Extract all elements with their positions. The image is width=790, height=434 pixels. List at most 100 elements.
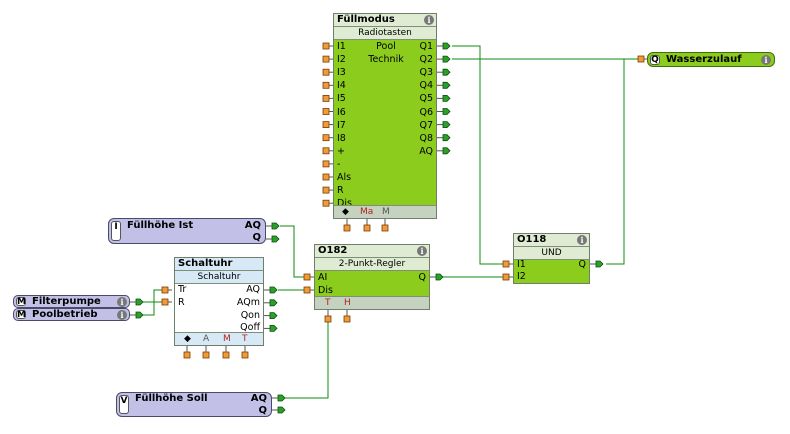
soll-q-connector[interactable] <box>272 406 286 414</box>
fuellmodus-input-connector[interactable] <box>322 68 333 76</box>
fuellmodus-output-connector[interactable] <box>437 121 451 128</box>
wire-soll-to-t[interactable] <box>285 322 329 399</box>
block-o118[interactable]: O118 i UND I1 I2 Q <box>513 233 590 284</box>
info-icon[interactable]: i <box>417 246 427 256</box>
fuellmodus-input-connector[interactable] <box>322 186 333 194</box>
footer-t: T <box>242 334 248 344</box>
output-label: Wasserzulauf <box>666 54 742 65</box>
block-footer: ◆ Ma M <box>334 205 436 218</box>
schaltuhr-tr-connector[interactable] <box>161 286 172 294</box>
wire-q1-to-und-i1[interactable] <box>452 45 504 265</box>
lock-icon: ◆ <box>342 207 349 217</box>
input-pin-11: R <box>337 185 344 197</box>
output-pin-4: Q5 <box>419 93 433 105</box>
schaltuhr-param-connector[interactable] <box>183 346 191 359</box>
flag-label: Poolbetrieb <box>32 309 98 320</box>
schaltuhr-r-connector[interactable] <box>161 298 172 306</box>
fuellmodus-input-connector[interactable] <box>322 134 333 142</box>
block-title: Füllmodus <box>334 14 436 26</box>
fuellmodus-param-connector[interactable] <box>381 219 389 232</box>
fuellmodus-input-connector[interactable] <box>322 95 333 102</box>
flag-poolbetrieb[interactable]: M Poolbetrieb i <box>13 308 130 321</box>
o182-q-connector[interactable] <box>430 273 444 281</box>
fuellmodus-output-connector[interactable] <box>437 147 451 155</box>
input-pin-8: + <box>337 145 345 157</box>
o118-q-connector[interactable] <box>590 260 604 268</box>
fuellmodus-input-connector[interactable] <box>322 199 333 207</box>
ist-q-connector[interactable] <box>266 235 280 243</box>
ist-aq-connector[interactable] <box>266 222 280 230</box>
o182-param-connector[interactable] <box>343 310 351 323</box>
output-pin-1: Q2 <box>419 54 433 66</box>
fuellmodus-output-connector[interactable] <box>437 134 451 142</box>
input-pin-0: Tr <box>178 284 187 295</box>
info-icon[interactable]: i <box>424 15 434 25</box>
fuellmodus-input-connector[interactable] <box>322 108 333 115</box>
fuellmodus-param-connector[interactable] <box>363 219 371 232</box>
input-pin-12: Dis <box>337 198 352 210</box>
fuellmodus-output-connector[interactable] <box>437 55 451 63</box>
input-fuellhoehe-ist[interactable]: I Füllhöhe Ist AQ Q <box>108 218 266 244</box>
input-i2: I2 <box>517 271 526 282</box>
block-type: UND <box>514 246 589 260</box>
wire-ist-to-ai[interactable] <box>280 225 308 278</box>
wire-poolbetrieb-to-r[interactable] <box>142 301 164 316</box>
wasserzulauf-connector[interactable] <box>637 55 648 63</box>
block-type: 2-Punkt-Regler <box>315 257 429 271</box>
fuellmodus-output-connector[interactable] <box>437 108 451 115</box>
output-pin-1: AQm <box>236 296 260 308</box>
fuellmodus-input-connector[interactable] <box>322 121 333 128</box>
fuellmodus-param-connector[interactable] <box>343 219 351 232</box>
o182-ai-connector[interactable] <box>303 273 314 281</box>
info-icon[interactable]: i <box>117 310 127 320</box>
block-o182[interactable]: O182 i 2-Punkt-Regler AI Dis Q T H <box>314 244 430 310</box>
fuellmodus-input-connector[interactable] <box>322 147 333 155</box>
input-tag: I <box>111 221 121 241</box>
o182-dis-connector[interactable] <box>303 286 314 294</box>
input-fuellhoehe-soll[interactable]: V Füllhöhe Soll AQ Q <box>116 392 272 417</box>
wire-filterpumpe-to-tr[interactable] <box>142 289 164 303</box>
schaltuhr-output-connector[interactable] <box>264 312 278 319</box>
fuellmodus-input-connector[interactable] <box>322 55 333 63</box>
output-pin-3: Qoff <box>240 322 260 334</box>
fuellmodus-input-connector[interactable] <box>322 81 333 89</box>
input-pin-10: Als <box>337 172 352 183</box>
wire-und-q-to-wasserzulauf[interactable] <box>606 59 625 265</box>
schaltuhr-output-connector[interactable] <box>264 299 278 307</box>
input-pin-4: I5 <box>337 93 346 105</box>
soll-aq-connector[interactable] <box>272 394 286 402</box>
output-pin-7: Q8 <box>419 132 433 144</box>
input-pin-0: I1 <box>337 41 346 52</box>
o182-param-connector[interactable] <box>324 310 332 323</box>
o118-i2-connector[interactable] <box>502 273 513 281</box>
schaltuhr-param-connector[interactable] <box>202 346 210 359</box>
fuellmodus-output-connector[interactable] <box>437 81 451 89</box>
input-dis: Dis <box>318 285 333 296</box>
schaltuhr-output-connector[interactable] <box>264 286 278 294</box>
fuellmodus-output-connector[interactable] <box>437 95 451 102</box>
info-icon[interactable]: i <box>117 297 127 307</box>
info-icon[interactable]: i <box>761 55 771 65</box>
input-ai: AI <box>318 272 328 283</box>
fuellmodus-input-connector[interactable] <box>322 160 333 168</box>
info-icon[interactable]: i <box>577 235 587 245</box>
fuellmodus-input-connector[interactable] <box>322 42 333 50</box>
output-q-label: Q <box>252 232 261 243</box>
output-pin-2: Q3 <box>419 67 433 79</box>
input-pin-2: I3 <box>337 67 346 79</box>
output-wasserzulauf[interactable]: Q Wasserzulauf i <box>647 52 775 67</box>
schaltuhr-param-connector[interactable] <box>222 346 230 359</box>
o118-i1-connector[interactable] <box>502 260 513 268</box>
fuellmodus-input-connector[interactable] <box>322 173 333 181</box>
footer-m: M <box>382 207 390 217</box>
filterpumpe-connector[interactable] <box>130 298 144 306</box>
fuellmodus-output-connector[interactable] <box>437 68 451 76</box>
fuellmodus-output-connector[interactable] <box>437 42 451 50</box>
schaltuhr-param-connector[interactable] <box>241 346 249 359</box>
flag-filterpumpe[interactable]: M Filterpumpe i <box>13 295 130 308</box>
output-q: Q <box>418 272 426 283</box>
schaltuhr-output-connector[interactable] <box>264 325 278 332</box>
poolbetrieb-connector[interactable] <box>130 311 144 319</box>
